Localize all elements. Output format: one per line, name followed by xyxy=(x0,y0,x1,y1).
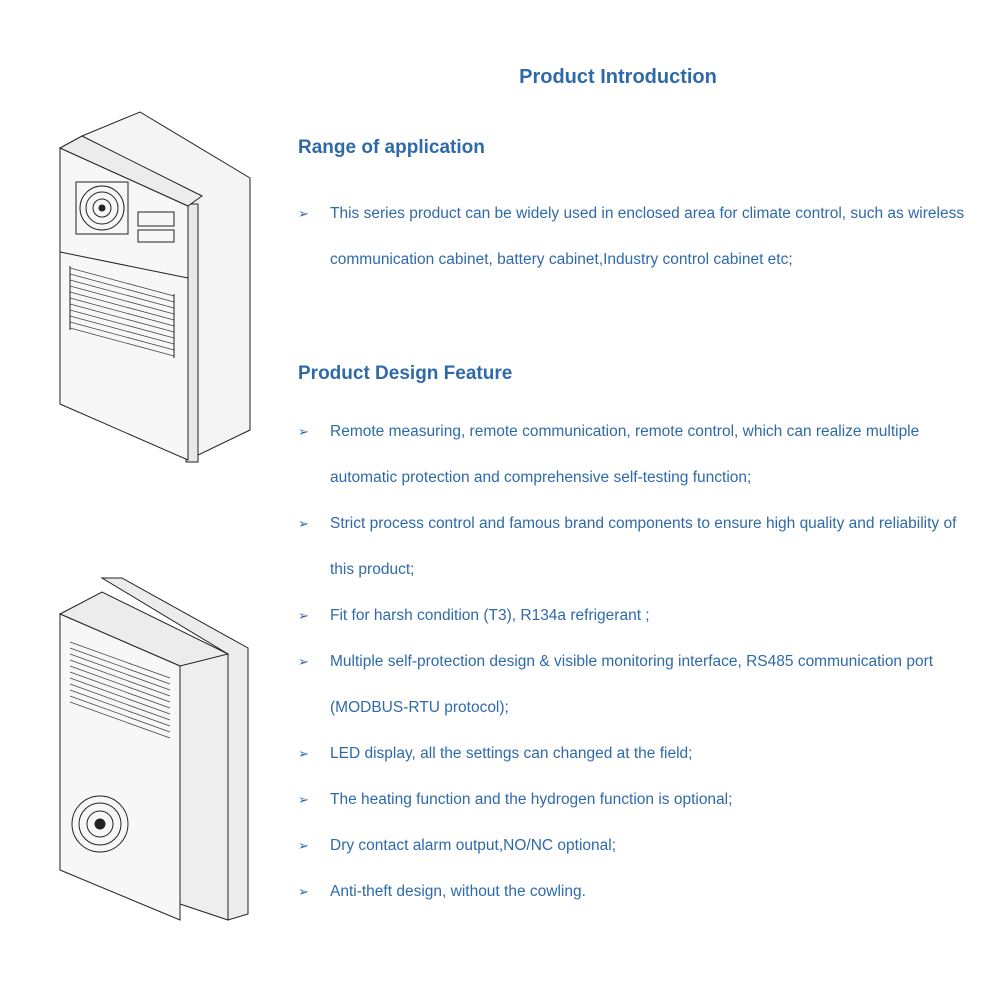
bullet-arrow-icon: ➢ xyxy=(298,792,309,807)
list-item: ➢ This series product can be widely used… xyxy=(298,191,978,283)
cabinet-air-conditioner-rear-illustration xyxy=(58,577,249,921)
bullet-arrow-icon: ➢ xyxy=(298,654,309,669)
list-item: ➢ LED display, all the settings can chan… xyxy=(298,731,978,777)
list-item: ➢ The heating function and the hydrogen … xyxy=(298,777,978,823)
bullet-arrow-icon: ➢ xyxy=(298,838,309,853)
list-item: ➢ Anti-theft design, without the cowling… xyxy=(298,869,978,915)
page-title: Product Introduction xyxy=(519,66,717,88)
bullet-arrow-icon: ➢ xyxy=(298,884,309,899)
list-item: ➢ Dry contact alarm output,NO/NC optiona… xyxy=(298,823,978,869)
bullet-arrow-icon: ➢ xyxy=(298,516,309,531)
section-heading-range: Range of application xyxy=(298,137,485,158)
bullet-arrow-icon: ➢ xyxy=(298,746,309,761)
list-item: ➢ Fit for harsh condition (T3), R134a re… xyxy=(298,593,978,639)
list-item: ➢ Multiple self-protection design & visi… xyxy=(298,639,978,731)
bullet-arrow-icon: ➢ xyxy=(298,608,309,623)
list-item: ➢ Remote measuring, remote communication… xyxy=(298,409,978,501)
cabinet-air-conditioner-front-illustration xyxy=(58,111,251,463)
bullet-arrow-icon: ➢ xyxy=(298,424,309,439)
list-item: ➢ Strict process control and famous bran… xyxy=(298,501,978,593)
section-heading-feature: Product Design Feature xyxy=(298,363,513,384)
bullet-arrow-icon: ➢ xyxy=(298,206,309,221)
